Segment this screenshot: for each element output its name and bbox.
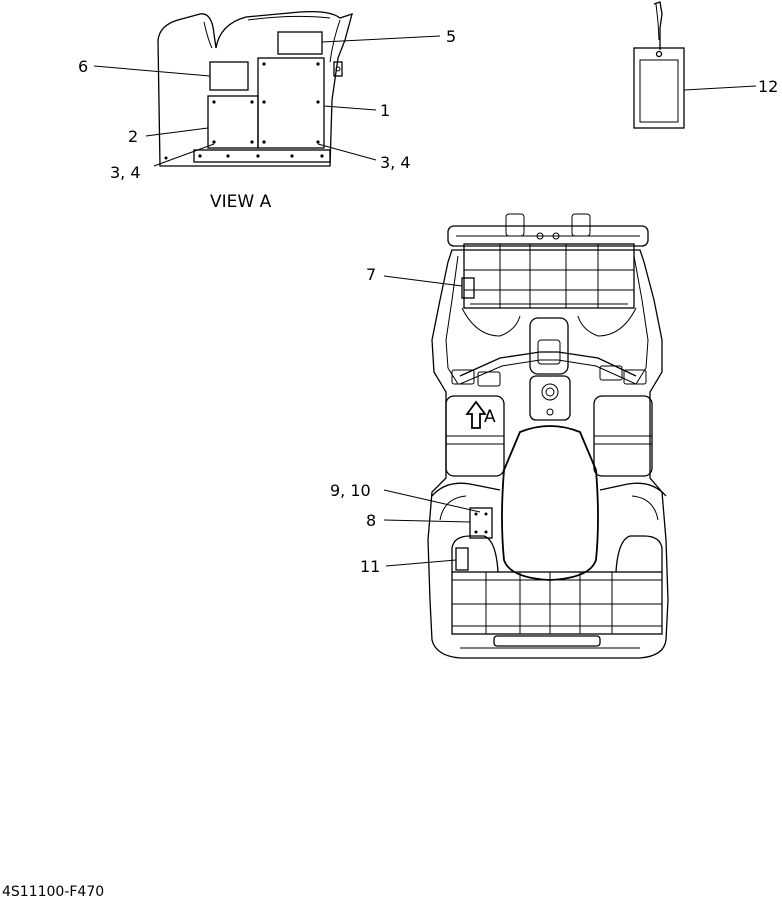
part-code: 4S11100-F470 [2, 884, 104, 900]
fender-bottom-strip [193, 149, 331, 163]
handlebar [459, 351, 637, 377]
fender-left-hole [164, 156, 168, 160]
callout-6: 6 [78, 57, 88, 76]
view-arrow-up [465, 400, 487, 429]
callout-2: 2 [128, 127, 138, 146]
callout-11: 11 [360, 557, 380, 576]
fender-top-ridge [247, 15, 331, 21]
callout-12: 12 [758, 77, 778, 96]
tank-area [529, 375, 571, 421]
label-5-plate [277, 31, 323, 55]
atv-body-outline [427, 249, 669, 659]
front-rack [463, 243, 635, 309]
label-8-plate [469, 507, 493, 539]
rear-tail-bar [493, 635, 601, 647]
callout-3-4-right: 3, 4 [380, 153, 411, 172]
reflector-bracket [333, 61, 343, 77]
hang-tag-group: 12 [633, 1, 778, 129]
seat [501, 425, 599, 581]
label-11-marker [455, 547, 469, 571]
callout-1: 1 [380, 101, 390, 120]
label-6-plate [209, 61, 249, 91]
front-bumper [447, 225, 649, 247]
strip-holes [198, 154, 324, 158]
label-1-plate [257, 57, 325, 149]
view-a-fender-group: 6 5 1 2 3, 4 3, 4 VIEW A [78, 10, 456, 212]
view-arrow-letter: A [484, 407, 496, 427]
fender-inner-curve [203, 21, 213, 49]
tag-string [653, 1, 663, 50]
tag-hole [655, 50, 663, 58]
fender-right-ridge [329, 19, 341, 63]
label-2-plate [207, 95, 259, 149]
callout-3-4-left: 3, 4 [110, 163, 141, 182]
view-a-title: VIEW A [210, 192, 272, 212]
label-7-marker [461, 277, 475, 299]
tag-inner [639, 59, 679, 123]
callout-8: 8 [366, 511, 376, 530]
meter-housing [529, 317, 569, 375]
callout-9-10: 9, 10 [330, 481, 371, 500]
rear-rack [451, 571, 663, 635]
callout-5: 5 [446, 27, 456, 46]
atv-top-view: 7 A [330, 213, 669, 659]
callout-7: 7 [366, 265, 376, 284]
tag-outer [633, 47, 685, 129]
fender-outline [157, 10, 353, 167]
